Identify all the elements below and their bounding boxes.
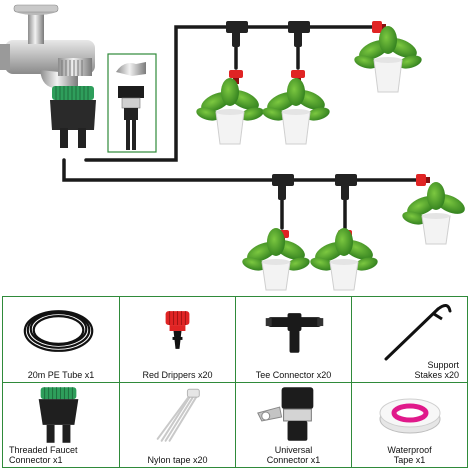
kit-item-label: 20m PE Tube x1 bbox=[27, 370, 95, 380]
kit-item-red-drippers: Red Drippers x20 bbox=[120, 297, 236, 383]
kit-item-label: Tee Connector x20 bbox=[255, 370, 332, 380]
kit-item-label: Support Stakes x20 bbox=[414, 360, 459, 380]
faucet-connector bbox=[50, 86, 96, 148]
installation-diagram bbox=[0, 4, 465, 291]
coiled-tube-icon bbox=[23, 310, 94, 352]
kit-item-tee-connector: Tee Connector x20 bbox=[236, 297, 352, 383]
kit-item-universal-connector: Universal Connector x1 bbox=[236, 383, 352, 467]
support-stake-icon bbox=[384, 304, 452, 361]
tee-connectors bbox=[226, 21, 357, 200]
kit-item-label: Red Drippers x20 bbox=[142, 370, 213, 380]
kit-item-label: Universal Connector x1 bbox=[266, 445, 321, 465]
faucet-connector-icon bbox=[38, 387, 79, 443]
potted-plant bbox=[262, 78, 330, 145]
kit-item-pe-tube: 20m PE Tube x1 bbox=[3, 297, 120, 383]
connector-inset bbox=[107, 53, 157, 153]
potted-plant bbox=[310, 228, 378, 291]
potted-plants bbox=[196, 26, 465, 291]
potted-plant bbox=[196, 78, 264, 145]
kit-contents-grid: 20m PE Tube x1 Red Drippers x20 bbox=[2, 296, 468, 468]
garden-faucet bbox=[0, 4, 95, 88]
potted-plant bbox=[242, 228, 310, 291]
potted-plant bbox=[354, 26, 422, 93]
kit-item-label: Nylon tape x20 bbox=[147, 455, 208, 465]
potted-plant bbox=[402, 182, 465, 245]
waterproof-tape-icon bbox=[379, 398, 441, 434]
nylon-tape-icon bbox=[156, 388, 200, 442]
red-dripper-icon bbox=[165, 311, 190, 349]
kit-item-label: Threaded Faucet Connector x1 bbox=[9, 445, 78, 465]
kit-item-faucet-connector: Threaded Faucet Connector x1 bbox=[3, 383, 120, 467]
universal-connector-icon bbox=[257, 387, 314, 441]
kit-item-waterproof-tape: Waterproof Tape x1 bbox=[352, 383, 467, 467]
tee-connector-icon bbox=[265, 313, 324, 353]
kit-item-nylon-tape: Nylon tape x20 bbox=[120, 383, 236, 467]
kit-item-label: Waterproof Tape x1 bbox=[387, 445, 432, 465]
kit-item-support-stakes: Support Stakes x20 bbox=[352, 297, 467, 383]
